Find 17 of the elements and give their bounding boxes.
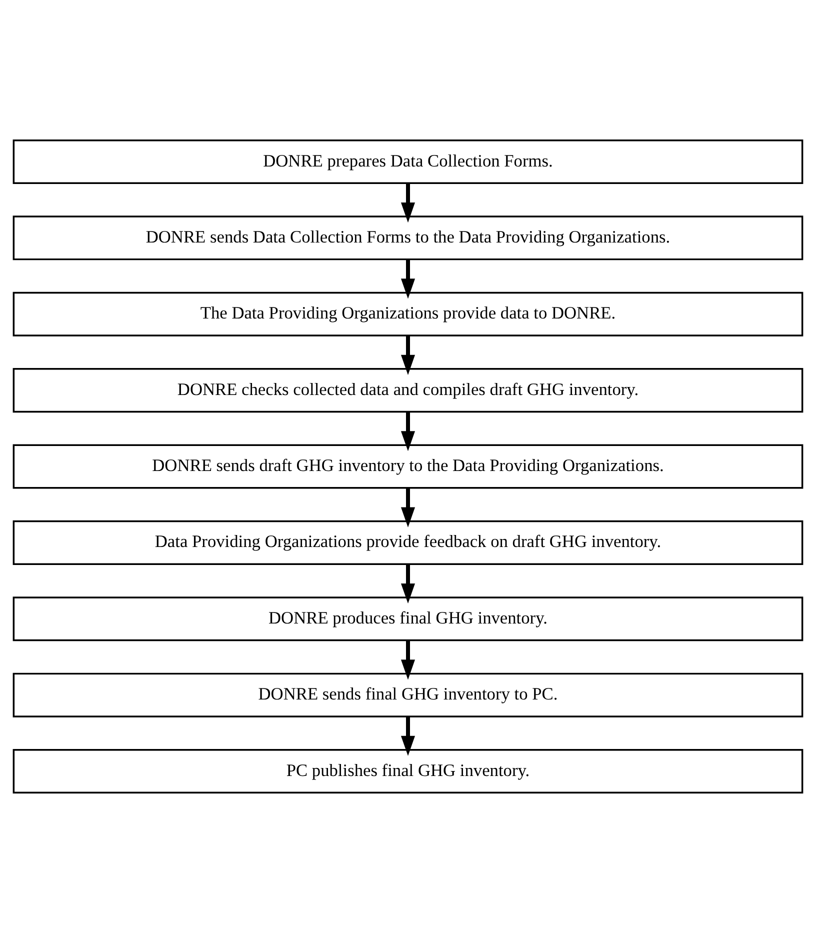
node-box: Data Providing Organizations provide feedback on draft GHG inventory. <box>12 520 804 565</box>
arrow <box>400 640 416 680</box>
arrow <box>400 412 416 452</box>
arrow <box>400 564 416 604</box>
node-box: PC publishes final GHG inventory. <box>12 749 804 794</box>
arrow <box>400 336 416 375</box>
node-box: DONRE sends final GHG inventory to PC. <box>12 672 804 718</box>
arrow <box>400 488 416 528</box>
node-box: DONRE sends draft GHG inventory to the Data Providing Organizations. <box>12 444 804 489</box>
arrow <box>400 183 416 223</box>
node-box: DONRE sends Data Collection Forms to the Data Providing Organizations. <box>12 216 804 260</box>
node-box: DONRE checks collected data and compiles draft GHG inventory. <box>12 368 804 413</box>
node-box: DONRE prepares Data Collection Forms. <box>12 139 804 184</box>
arrow <box>400 259 416 299</box>
node-box: DONRE produces final GHG inventory. <box>12 596 804 642</box>
arrow <box>400 716 416 756</box>
node-box: The Data Providing Organizations provide data to DONRE. <box>12 292 804 336</box>
